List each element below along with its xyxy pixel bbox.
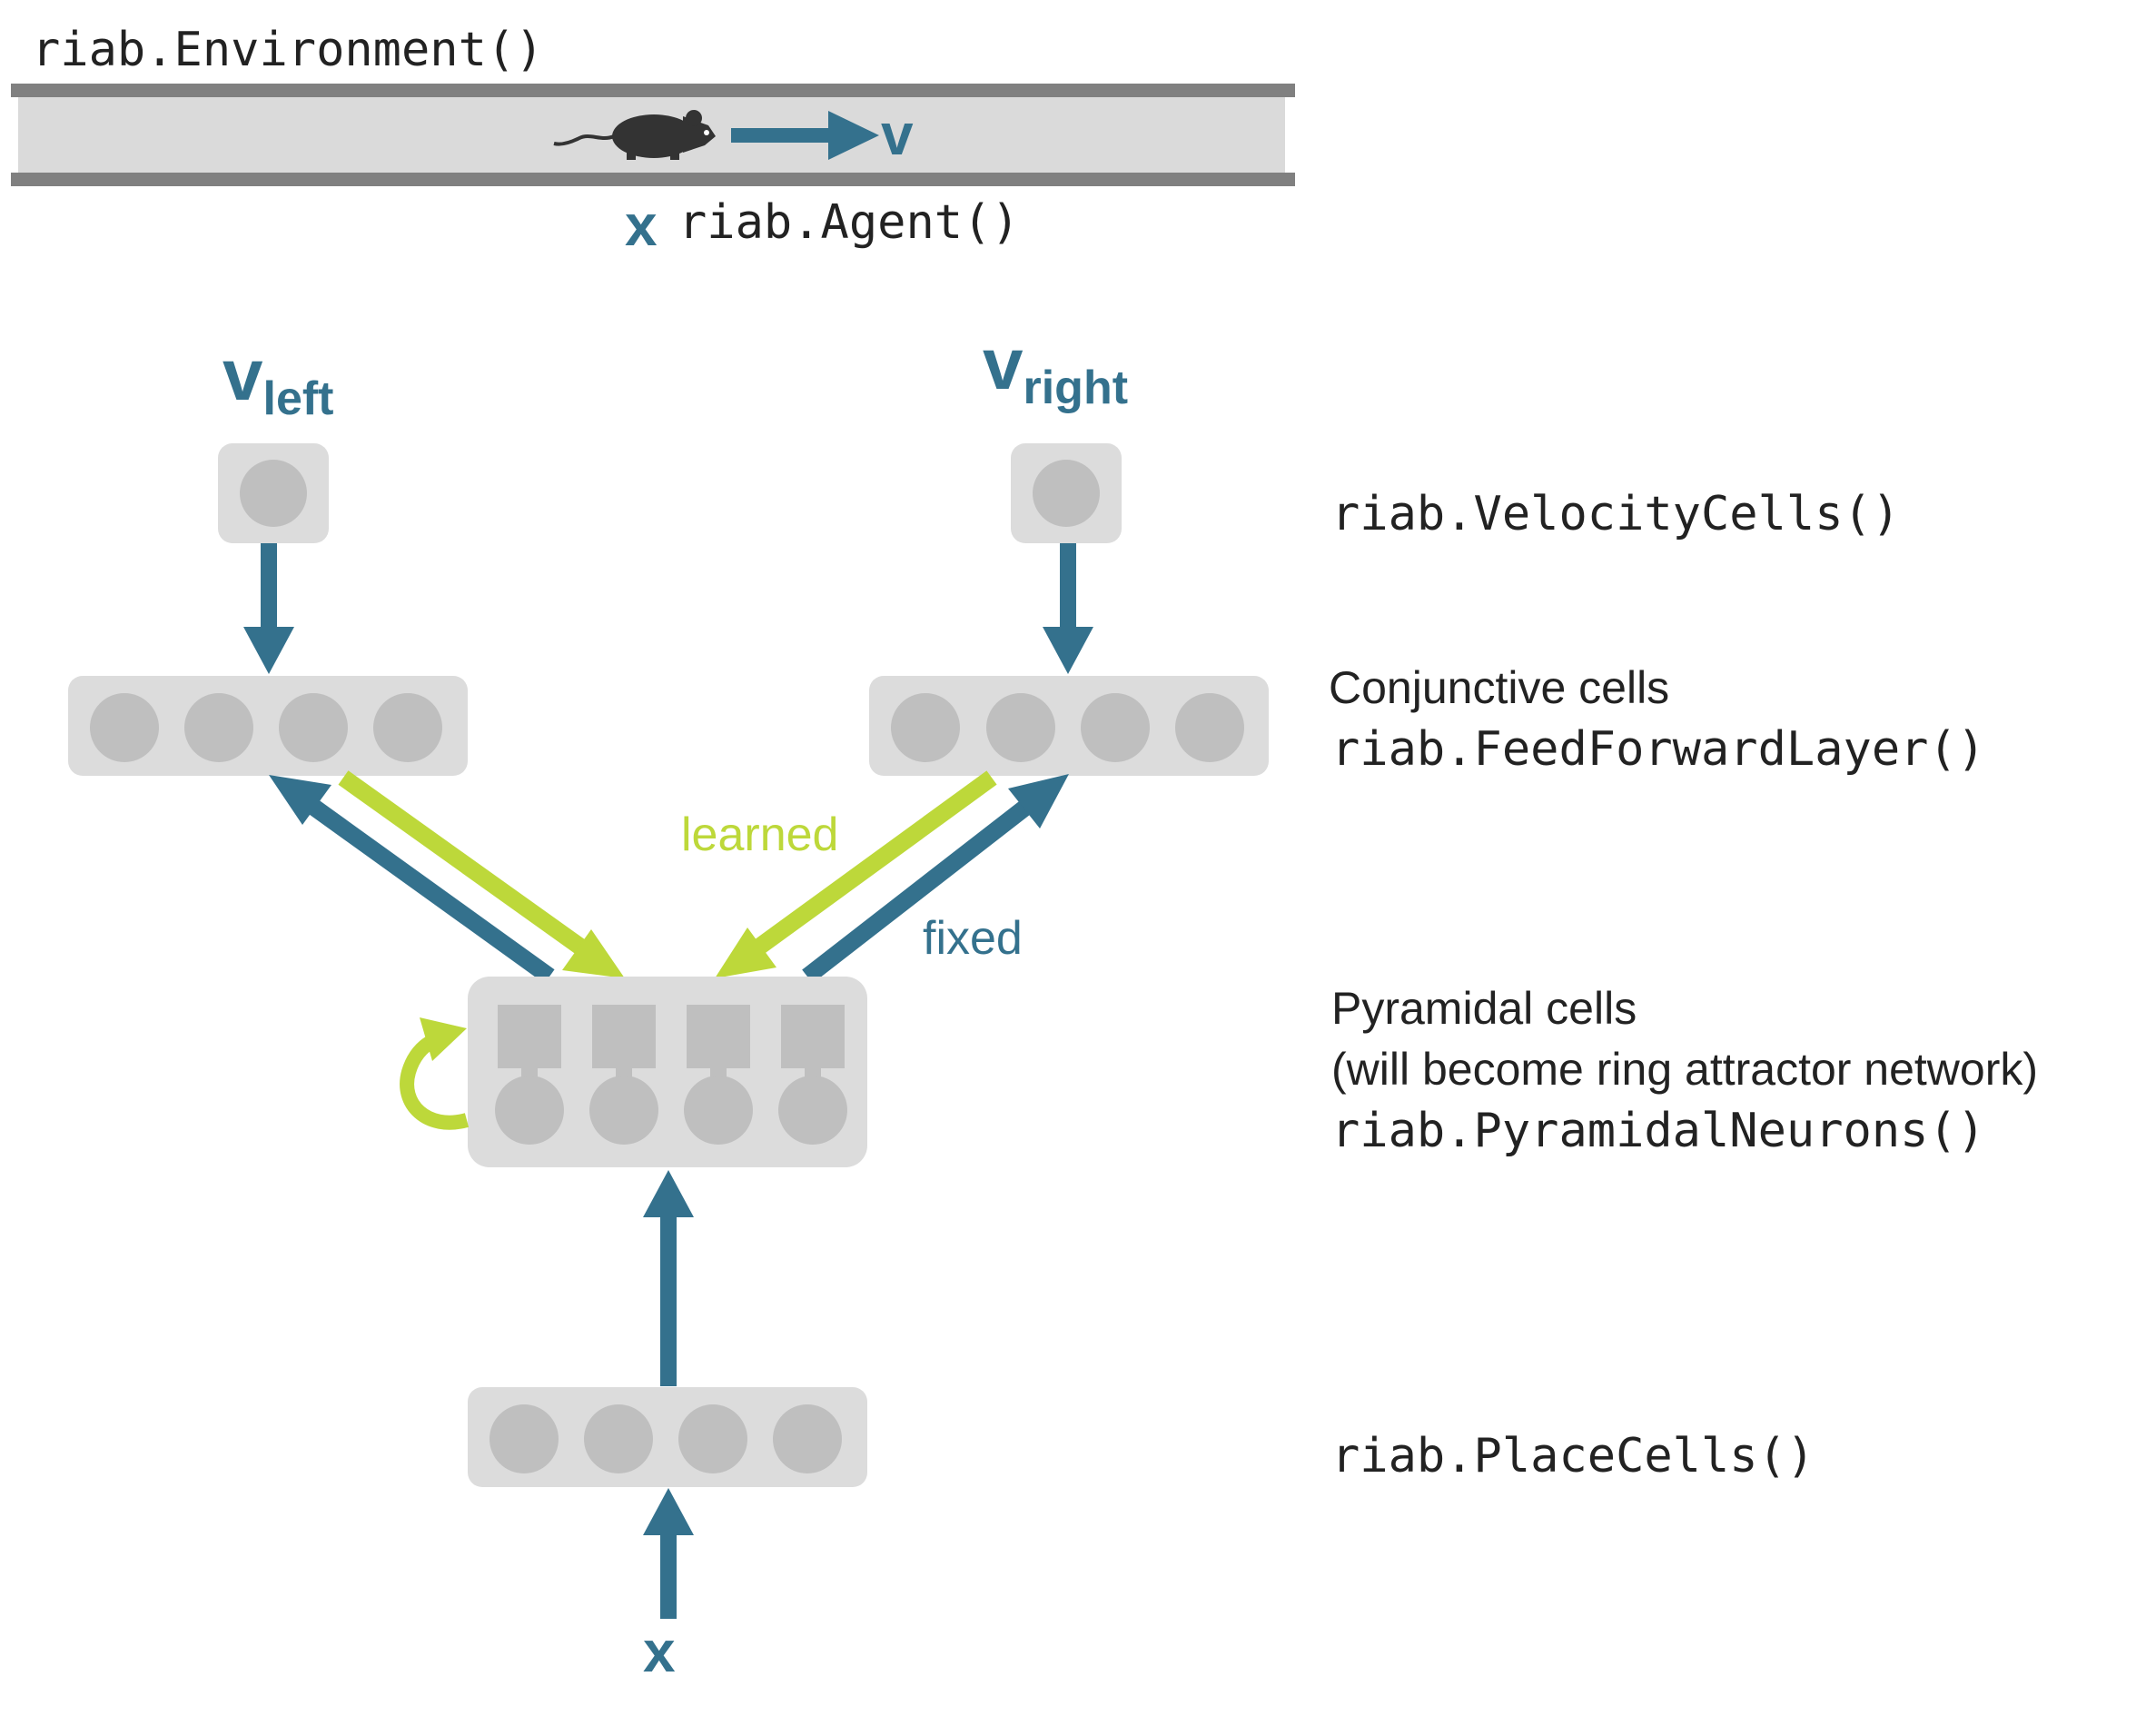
recurrent-arrow	[400, 1017, 470, 1130]
arrow-learned-right	[715, 770, 997, 978]
mouse-icon	[553, 110, 716, 160]
arrow-place-to-pyramidal	[643, 1170, 694, 1386]
pyramidal-neuron	[589, 1005, 658, 1145]
pyramidal-neuron	[495, 1005, 564, 1145]
arrow-fixed-left	[269, 775, 555, 984]
v-right-base: v	[983, 323, 1024, 404]
pyramidal-layer	[468, 977, 867, 1167]
conjunctive-layer-right	[869, 676, 1269, 776]
agent-label: riab.Agent()	[678, 195, 1020, 250]
velocity-cell-left	[218, 443, 329, 543]
conjunctive-code: riab.FeedForwardLayer()	[1331, 722, 1985, 777]
arrow-vleft-to-conjunctive	[243, 543, 294, 674]
x-input-label: x	[643, 1619, 676, 1684]
environment-label: riab.Environment()	[32, 23, 544, 77]
arrow-x-to-place	[643, 1488, 694, 1619]
v-right-sub: right	[1024, 362, 1129, 414]
position-symbol: x	[625, 193, 658, 258]
pyramidal-title: Pyramidal cells	[1331, 983, 1637, 1034]
velocity-cells-code: riab.VelocityCells()	[1331, 487, 1900, 541]
velocity-cell-right	[1011, 443, 1122, 543]
v-left-label: vleft	[223, 334, 334, 425]
place-cell-layer	[468, 1387, 867, 1487]
track-rail-top	[11, 84, 1295, 97]
arrow-vright-to-conjunctive	[1043, 543, 1093, 674]
pyramidal-neuron	[684, 1005, 753, 1145]
linear-track	[11, 84, 1295, 186]
fixed-label: fixed	[923, 912, 1023, 965]
velocity-symbol: v	[881, 102, 914, 167]
place-cells-code: riab.PlaceCells()	[1331, 1429, 1815, 1483]
v-left-base: v	[223, 334, 263, 415]
track-rail-bottom	[11, 173, 1295, 186]
arrow-fixed-right	[802, 774, 1069, 984]
pyramidal-subtitle: (will become ring attractor network)	[1331, 1044, 2038, 1095]
arrow-learned-left	[338, 770, 625, 978]
conjunctive-title: Conjunctive cells	[1329, 662, 1669, 713]
v-left-sub: left	[263, 372, 334, 425]
pyramidal-neuron	[778, 1005, 847, 1145]
conjunctive-layer-left	[68, 676, 468, 776]
pyramidal-code: riab.PyramidalNeurons()	[1331, 1104, 1985, 1158]
learned-label: learned	[681, 808, 838, 861]
v-right-label: vright	[983, 323, 1128, 414]
velocity-arrow	[731, 111, 879, 160]
